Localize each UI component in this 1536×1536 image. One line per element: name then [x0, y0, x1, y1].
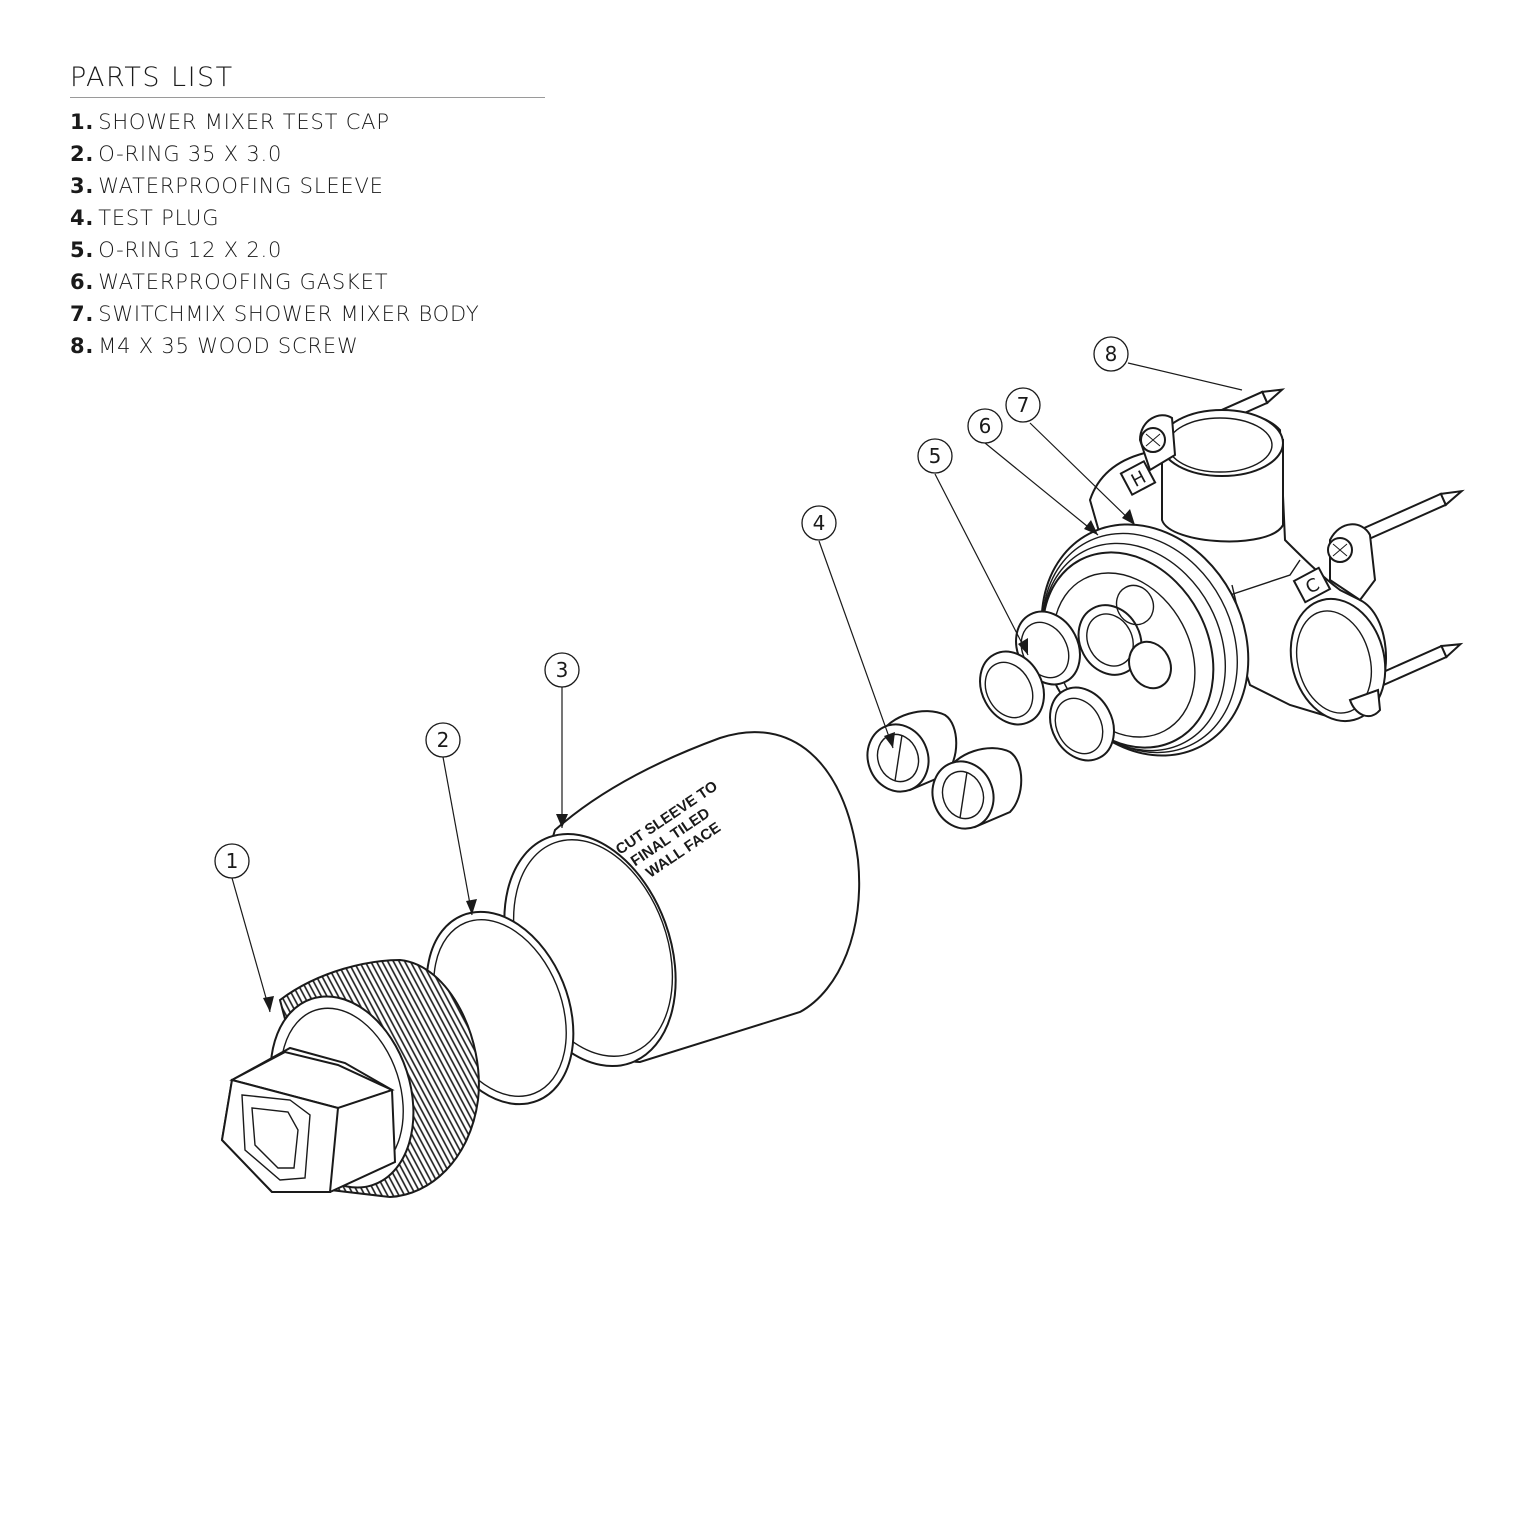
- part-number: 4.: [70, 206, 95, 230]
- parts-list-item: 7.SWITCHMIX SHOWER MIXER BODY: [70, 298, 545, 330]
- part-number: 2.: [70, 142, 95, 166]
- leader-5: [934, 473, 1029, 656]
- callout-4-label: 4: [813, 511, 826, 535]
- callout-3: 3: [544, 652, 580, 688]
- part-number: 3.: [70, 174, 95, 198]
- hot-marking: H: [1119, 459, 1157, 497]
- part-number: 7.: [70, 302, 95, 326]
- callout-5-label: 5: [929, 444, 942, 468]
- leader-8: [1127, 362, 1243, 391]
- part-name: SHOWER MIXER TEST CAP: [98, 110, 390, 134]
- part-name: WATERPROOFING SLEEVE: [98, 174, 384, 198]
- callout-7-label: 7: [1017, 393, 1030, 417]
- small-o-ring: [1049, 686, 1115, 762]
- callout-6-label: 6: [979, 414, 992, 438]
- parts-list-item: 1.SHOWER MIXER TEST CAP: [70, 106, 545, 138]
- part-number: 1.: [70, 110, 95, 134]
- leader-4-arrow: [884, 732, 895, 748]
- test-plug: [931, 747, 1023, 830]
- leader-1: [231, 877, 271, 1013]
- parts-list: PARTS LIST 1.SHOWER MIXER TEST CAP 2.O-R…: [70, 62, 545, 362]
- leader-2-arrow: [466, 899, 477, 915]
- callout-5: 5: [917, 438, 953, 474]
- callout-8: 8: [1093, 336, 1129, 372]
- part-number: 8.: [70, 334, 95, 358]
- part-number: 5.: [70, 238, 95, 262]
- callout-2: 2: [425, 722, 461, 758]
- part-name: M4 X 35 WOOD SCREW: [98, 334, 359, 358]
- part-number: 6.: [70, 270, 95, 294]
- parts-list-item: 8.M4 X 35 WOOD SCREW: [70, 330, 545, 362]
- callout-6: 6: [967, 408, 1003, 444]
- parts-list-title: PARTS LIST: [70, 62, 545, 98]
- callout-bubbles: 1 2 3 4 5 6 7 8: [214, 336, 1129, 879]
- small-o-ring: [979, 650, 1045, 726]
- leader-7: [1029, 422, 1136, 526]
- parts-list-item: 5.O-RING 12 X 2.0: [70, 234, 545, 266]
- leader-7-arrow: [1122, 509, 1135, 525]
- parts-list-item: 6.WATERPROOFING GASKET: [70, 266, 545, 298]
- callout-8-label: 8: [1105, 342, 1118, 366]
- parts-list-item: 2.O-RING 35 X 3.0: [70, 138, 545, 170]
- leader-lines: [231, 362, 1243, 1013]
- small-o-rings: [979, 610, 1115, 762]
- callout-1: 1: [214, 843, 250, 879]
- leader-6-arrow: [1084, 520, 1098, 535]
- mixer-body: H C: [1088, 409, 1387, 723]
- leader-6: [984, 442, 1099, 536]
- part-name: O-RING 12 X 2.0: [98, 238, 283, 262]
- test-plug: [866, 710, 958, 793]
- leader-2: [442, 756, 473, 916]
- leader-5-arrow: [1018, 638, 1028, 655]
- waterproofing-sleeve: CUT SLEEVE TO FINAL TILED WALL FACE: [503, 731, 861, 1068]
- test-cap: [220, 958, 480, 1199]
- leader-4: [818, 540, 894, 749]
- callout-7: 7: [1005, 387, 1041, 423]
- callout-2-label: 2: [437, 728, 450, 752]
- cold-marking: C: [1292, 566, 1332, 604]
- callout-3-label: 3: [556, 658, 569, 682]
- wood-screw-bottom: [1376, 642, 1464, 687]
- part-name: SWITCHMIX SHOWER MIXER BODY: [98, 302, 480, 326]
- leader-3-arrow: [556, 814, 568, 828]
- leader-1-arrow: [263, 996, 274, 1012]
- part-name: WATERPROOFING GASKET: [98, 270, 389, 294]
- part-name: O-RING 35 X 3.0: [98, 142, 283, 166]
- callout-4: 4: [801, 505, 837, 541]
- part-name: TEST PLUG: [98, 206, 220, 230]
- callout-1-label: 1: [226, 849, 239, 873]
- parts-list-item: 3.WATERPROOFING SLEEVE: [70, 170, 545, 202]
- parts-list-item: 4.TEST PLUG: [70, 202, 545, 234]
